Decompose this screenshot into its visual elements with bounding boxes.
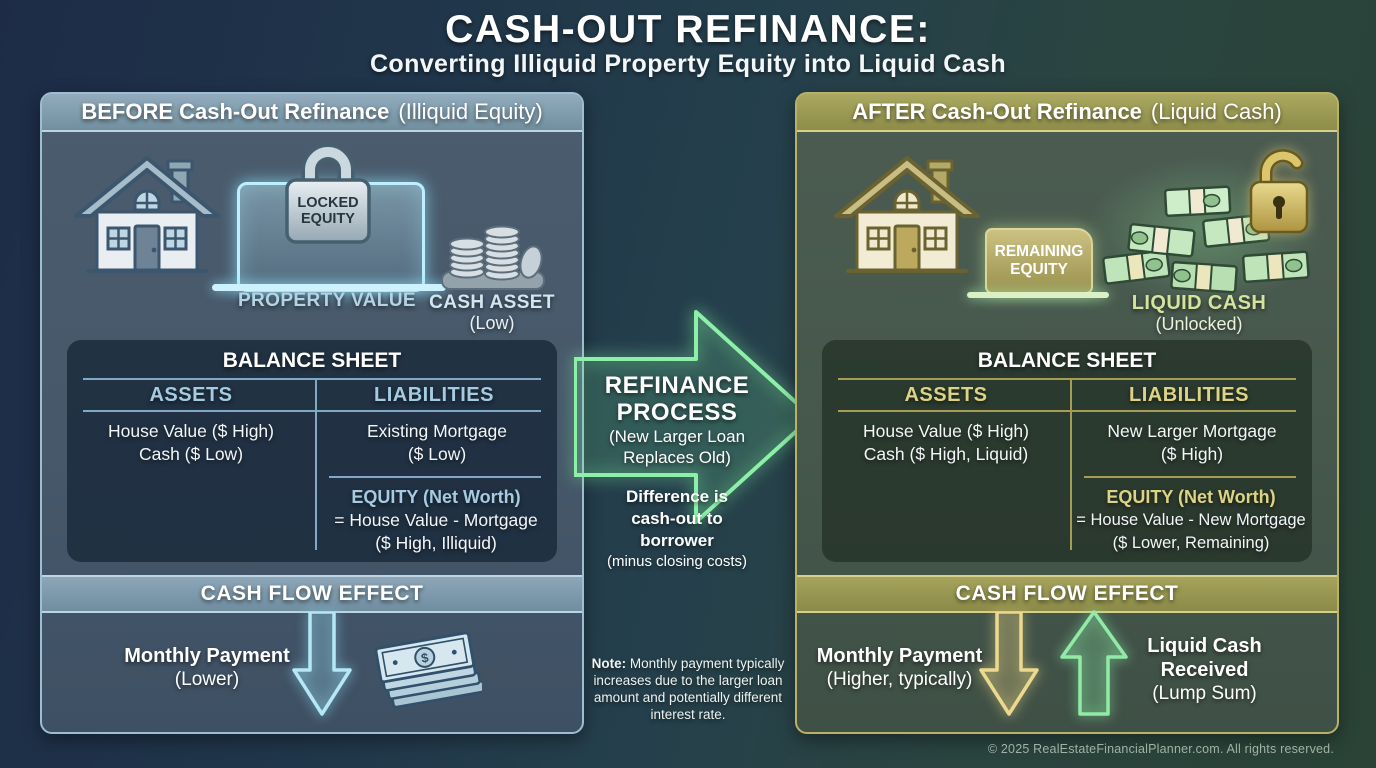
monthly-payment-label: Monthly Payment (Lower) bbox=[124, 645, 290, 690]
padlock-graphic bbox=[285, 143, 371, 244]
cash-pile-icon bbox=[1102, 185, 1310, 294]
assets-cell: House Value ($ High) Cash ($ Low) bbox=[107, 421, 274, 464]
unlocked-padlock-icon bbox=[1249, 149, 1309, 234]
before-balance-sheet: BALANCE SHEET ASSETS LIABILITIES House V… bbox=[67, 340, 557, 562]
liabilities-header: LIABILITIES bbox=[1129, 384, 1249, 406]
column-divider bbox=[1070, 378, 1072, 550]
copyright: © 2025 RealEstateFinancialPlanner.com. A… bbox=[987, 742, 1334, 756]
after-balance-sheet: BALANCE SHEET ASSETS LIABILITIES House V… bbox=[822, 340, 1312, 562]
coins-icon bbox=[441, 225, 545, 290]
after-header-title: AFTER Cash-Out Refinance bbox=[852, 99, 1142, 124]
equity-cell: EQUITY (Net Worth) = House Value - Mortg… bbox=[317, 486, 555, 555]
money-stack-icon: $ bbox=[374, 632, 482, 708]
liabilities-cell: New Larger Mortgage ($ High) bbox=[1107, 421, 1277, 464]
assets-header: ASSETS bbox=[149, 384, 233, 406]
cash-asset-note: (Low) bbox=[469, 313, 515, 333]
property-value-label: PROPERTY VALUE bbox=[237, 290, 417, 311]
before-header-title: BEFORE Cash-Out Refinance bbox=[81, 99, 390, 124]
liabilities-header: LIABILITIES bbox=[374, 384, 494, 406]
equity-title: EQUITY (Net Worth) bbox=[351, 487, 521, 507]
divider bbox=[83, 378, 541, 380]
cash-asset-label: CASH ASSET bbox=[429, 292, 555, 313]
divider bbox=[838, 378, 1296, 380]
cash-up-arrow-icon bbox=[1060, 610, 1128, 716]
liquid-cash-label: LIQUID CASH bbox=[1131, 292, 1267, 314]
after-header-note: (Liquid Cash) bbox=[1150, 99, 1282, 124]
page-subtitle: Converting Illiquid Property Equity into… bbox=[369, 50, 1007, 78]
payment-down-arrow-icon bbox=[292, 612, 352, 716]
property-value-baseline bbox=[212, 284, 446, 291]
svg-text:$: $ bbox=[420, 650, 430, 666]
assets-cell: House Value ($ High) Cash ($ High, Liqui… bbox=[862, 421, 1029, 464]
liabilities-cell: Existing Mortgage ($ Low) bbox=[366, 421, 508, 464]
balance-sheet-title: BALANCE SHEET bbox=[222, 349, 402, 372]
assets-header: ASSETS bbox=[904, 384, 988, 406]
before-panel: BEFORE Cash-Out Refinance (Illiquid Equi… bbox=[40, 92, 584, 734]
equity-cell: EQUITY (Net Worth) = House Value - New M… bbox=[1072, 486, 1310, 555]
before-cashflow-header: CASH FLOW EFFECT bbox=[42, 575, 582, 613]
monthly-payment-label: Monthly Payment (Higher, typically) bbox=[816, 645, 983, 690]
after-cashflow-header: CASH FLOW EFFECT bbox=[797, 575, 1337, 613]
divider bbox=[1084, 476, 1296, 478]
remaining-equity-badge: REMAINING EQUITY bbox=[985, 228, 1093, 294]
divider bbox=[838, 410, 1296, 412]
divider bbox=[329, 476, 541, 478]
before-panel-header: BEFORE Cash-Out Refinance (Illiquid Equi… bbox=[42, 94, 582, 132]
after-panel: AFTER Cash-Out Refinance (Liquid Cash) R… bbox=[795, 92, 1339, 734]
house-icon bbox=[834, 156, 980, 273]
remaining-equity-baseline bbox=[967, 292, 1109, 298]
liquid-cash-note: (Unlocked) bbox=[1155, 314, 1243, 334]
note-text: Note: Monthly payment typically increase… bbox=[591, 656, 785, 722]
payment-down-arrow-icon bbox=[979, 612, 1039, 716]
locked-equity-label: LOCKED EQUITY bbox=[297, 195, 359, 227]
difference-label: Difference is cash-out to borrower (minu… bbox=[606, 487, 748, 570]
locked-padlock-icon: LOCKED EQUITY bbox=[282, 138, 374, 246]
liquid-cash-received-label: Liquid Cash Received (Lump Sum) bbox=[1147, 635, 1262, 704]
after-panel-header: AFTER Cash-Out Refinance (Liquid Cash) bbox=[797, 94, 1337, 132]
column-divider bbox=[315, 378, 317, 550]
house-icon bbox=[74, 156, 220, 273]
refinance-arrow-icon bbox=[574, 310, 814, 524]
divider bbox=[83, 410, 541, 412]
equity-title: EQUITY (Net Worth) bbox=[1106, 487, 1276, 507]
process-label: REFINANCE PROCESS (New Larger Loan Repla… bbox=[604, 372, 750, 467]
balance-sheet-title: BALANCE SHEET bbox=[977, 349, 1157, 372]
page-title: CASH-OUT REFINANCE: bbox=[445, 8, 931, 51]
before-header-note: (Illiquid Equity) bbox=[398, 99, 543, 124]
